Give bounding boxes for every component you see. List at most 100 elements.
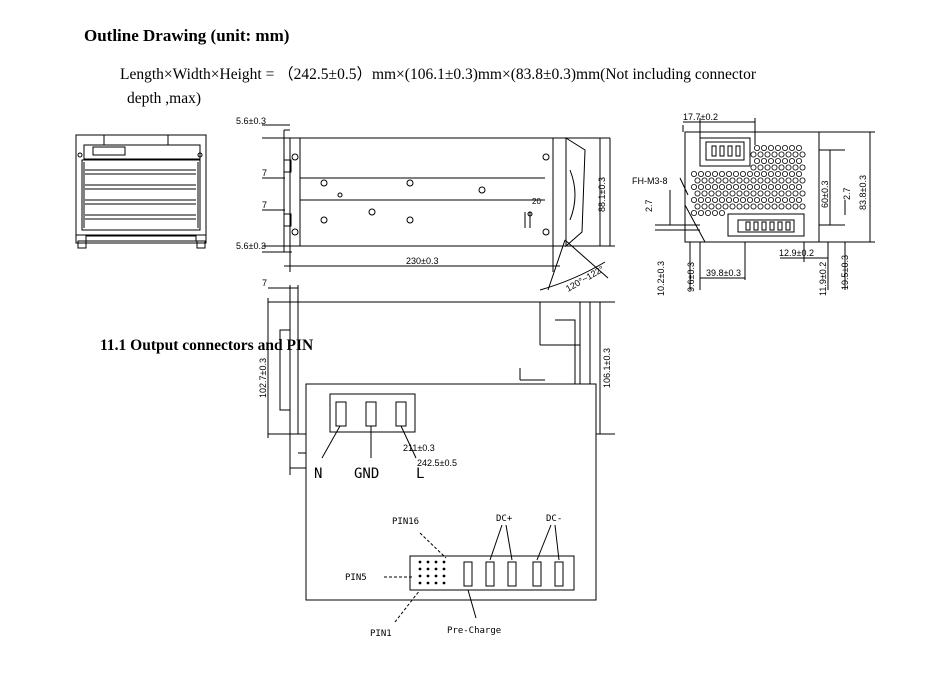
vent-hole [782,157,789,164]
vent-hole [729,177,736,184]
pin16-label: PIN16 [392,517,419,527]
vent-hole [796,183,803,190]
signal-pin [418,581,422,585]
side-hole-label: 20 [532,197,541,206]
signal-pin [418,560,422,564]
vent-hole [701,177,708,184]
side-top-margin-label: 5.6±0.3 [236,116,266,126]
vent-hole [719,196,726,203]
vent-hole [747,170,754,177]
vent-hole [789,157,796,164]
vent-hole [712,170,719,177]
vent-hole [701,203,708,210]
vent-hole [796,144,803,151]
vent-hole [715,190,722,197]
vent-hole [747,183,754,190]
vent-hole [743,177,750,184]
vent-hole [691,183,698,190]
vent-hole [761,170,768,177]
dc-plus-label: DC+ [496,514,513,524]
vent-hole [778,164,785,171]
vent-hole [694,203,701,210]
vent-hole [799,177,806,184]
signal-pin [426,574,430,578]
signal-pin [442,574,446,578]
vent-hole [691,170,698,177]
vent-hole [754,170,761,177]
vent-hole [743,203,750,210]
vent-hole [771,203,778,210]
vent-hole [764,164,771,171]
vent-hole [726,196,733,203]
vent-hole [757,164,764,171]
vent-hole [785,177,792,184]
vent-hole [764,151,771,158]
end-screw-label: FH-M3-8 [632,176,668,186]
side-height-label: 88.1±0.3 [597,177,607,212]
vent-hole [694,177,701,184]
end-view [655,118,875,290]
vent-hole [792,177,799,184]
vent-hole [754,183,761,190]
vent-hole [768,196,775,203]
vent-hole [782,144,789,151]
vent-hole [796,196,803,203]
vent-hole [736,190,743,197]
vent-hole [782,183,789,190]
vent-hole [757,177,764,184]
vent-hole [719,183,726,190]
vent-hole [757,151,764,158]
vent-hole [796,170,803,177]
signal-pin [434,574,438,578]
vent-hole [733,196,740,203]
vent-hole [754,144,761,151]
vent-hole [712,209,719,216]
vent-hole [736,177,743,184]
top-length-inner-label: 211±0.3 [403,443,435,453]
ac-pin-l-label: L [416,466,424,482]
vent-pattern [691,144,806,216]
vent-hole [785,164,792,171]
pre-charge-label: Pre-Charge [447,626,501,636]
vent-hole [771,164,778,171]
pin1-label: PIN1 [370,629,392,639]
vent-hole [691,196,698,203]
signal-pin [434,560,438,564]
dc-connector-detail [384,524,575,623]
vent-hole [761,183,768,190]
vent-hole [708,203,715,210]
vent-hole [754,196,761,203]
end-right-a-label: 2.7 [842,187,852,200]
end-bottom-a-label: 10.2±0.3 [656,261,666,296]
vent-hole [792,203,799,210]
ac-pin-gnd-label: GND [354,466,379,482]
dimensions-text-line1: Length×Width×Height = （242.5±0.5）mm×(106… [120,66,756,83]
vent-hole [761,144,768,151]
vent-hole [775,170,782,177]
vent-hole [771,177,778,184]
vent-hole [757,190,764,197]
vent-hole [761,196,768,203]
ac-connector-detail [305,383,597,601]
vent-hole [799,203,806,210]
vent-hole [740,196,747,203]
top-width-inner-label: 102.7±0.3 [258,358,268,398]
vent-hole [785,190,792,197]
vent-hole [708,177,715,184]
vent-hole [719,209,726,216]
vent-hole [789,183,796,190]
vent-hole [729,190,736,197]
vent-hole [750,177,757,184]
vent-hole [712,183,719,190]
signal-pin [426,560,430,564]
signal-pin [442,581,446,585]
vent-hole [768,183,775,190]
side-bottom-margin-label: 5.6±0.3 [236,241,266,251]
page-title: Outline Drawing (unit: mm) [84,26,290,45]
vent-hole [761,157,768,164]
vent-hole [768,144,775,151]
vent-hole [778,151,785,158]
vent-hole [719,170,726,177]
top-offset-label: 7 [262,278,267,288]
side-angle-label: 120°~122° [564,264,606,294]
